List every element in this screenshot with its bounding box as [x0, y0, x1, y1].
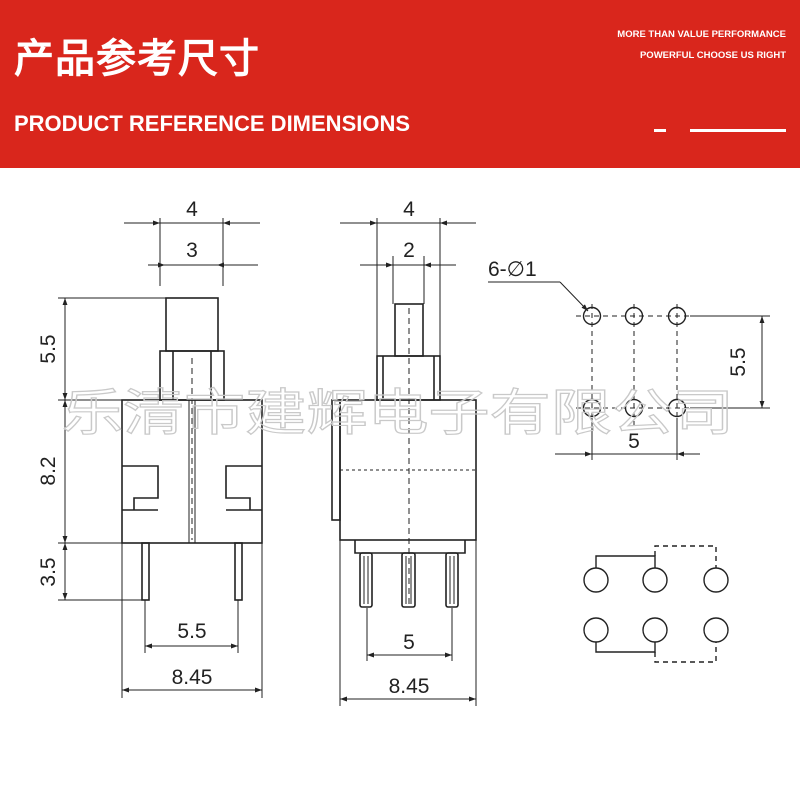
footprint-view — [488, 281, 770, 460]
decor-bar-long — [690, 129, 786, 132]
side-dim-pin-pitch: 5 — [403, 631, 415, 654]
tagline-1: MORE THAN VALUE PERFORMANCE — [617, 29, 786, 40]
front-dim-body-height: 8.2 — [37, 456, 60, 485]
side-view — [331, 218, 477, 706]
front-dim-button-height: 5.5 — [37, 334, 60, 363]
front-view — [58, 218, 263, 698]
footprint-hole-spec: 6-∅1 — [488, 258, 537, 281]
page-title-cn: 产品参考尺寸 — [14, 36, 260, 82]
side-dim-top-width: 4 — [403, 198, 415, 221]
footprint-dim-row-spacing: 5.5 — [727, 347, 750, 376]
header-banner: 产品参考尺寸 PRODUCT REFERENCE DIMENSIONS MORE… — [0, 0, 800, 168]
front-dim-pin-length: 3.5 — [37, 557, 60, 586]
side-dim-button-width: 2 — [403, 239, 415, 262]
front-dim-button-width: 3 — [186, 239, 198, 262]
tagline-2: POWERFUL CHOOSE US RIGHT — [639, 50, 786, 61]
front-dim-pin-pitch: 5.5 — [177, 620, 206, 643]
watermark-text: 乐清市建辉电子有限公司 — [62, 384, 734, 442]
page-title-en: PRODUCT REFERENCE DIMENSIONS — [14, 111, 411, 136]
front-dim-top-width: 4 — [186, 198, 198, 221]
front-dim-body-width: 8.45 — [172, 666, 213, 689]
decor-bar-short — [654, 129, 666, 132]
schematic-view — [583, 545, 729, 663]
dimension-drawing: 4 3 5.5 8.2 3.5 5.5 8.45 — [37, 198, 770, 706]
side-dim-body-width: 8.45 — [389, 675, 430, 698]
footprint-dim-col-spacing: 5 — [628, 430, 640, 453]
